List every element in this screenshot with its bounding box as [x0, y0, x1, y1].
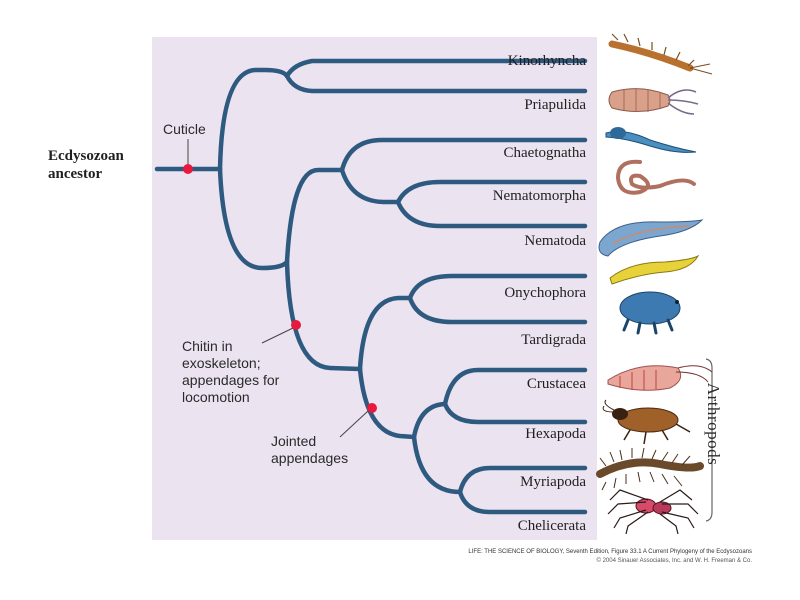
- roundworm-illustration: [599, 220, 702, 256]
- kinorhynch-illustration: [612, 34, 712, 74]
- branch-lower: [220, 169, 287, 268]
- velvet-worm-illustration: [610, 256, 698, 284]
- group-label-arthropods: Arthropods: [703, 383, 723, 465]
- spider-illustration: [608, 490, 698, 534]
- trait-label-chitin: Chitin in exoskeleton; appendages for lo…: [182, 338, 302, 406]
- trait-marker-jointed: [367, 403, 377, 413]
- copyright-line: © 2004 Sinauer Associates, Inc. and W. H…: [597, 558, 753, 564]
- water-bear-illustration: [620, 292, 680, 333]
- root-label: Ecdysozoan ancestor: [48, 147, 144, 183]
- arrow-worm-illustration: [606, 127, 696, 152]
- taxon-label-hexapoda: Hexapoda: [525, 425, 586, 443]
- trait-label-cuticle: Cuticle: [163, 121, 206, 138]
- branch-ony-tardi: [360, 298, 410, 369]
- horsehair-worm-illustration: [618, 162, 694, 193]
- priapulid-illustration: [609, 88, 698, 114]
- taxon-label-tardigrada: Tardigrada: [521, 331, 586, 349]
- branch-kino-priap: [220, 70, 287, 169]
- shrimp-illustration: [608, 366, 712, 391]
- taxon-label-chelicerata: Chelicerata: [518, 517, 586, 535]
- branch-hexapoda: [445, 404, 585, 422]
- branch-chelicerata: [460, 492, 585, 512]
- trait-marker-cuticle: [183, 164, 193, 174]
- branch-arthropoda: [360, 369, 414, 437]
- taxon-label-myriapoda: Myriapoda: [520, 473, 586, 491]
- taxon-label-crustacea: Crustacea: [527, 375, 586, 393]
- branch-nematoda: [398, 202, 585, 226]
- taxon-label-chaetognatha: Chaetognatha: [504, 144, 586, 162]
- taxon-label-onychophora: Onychophora: [504, 284, 586, 302]
- cockroach-illustration: [603, 400, 690, 444]
- branch-nem-clade: [342, 170, 398, 202]
- centipede-illustration: [600, 448, 700, 490]
- taxon-label-priapulida: Priapulida: [524, 96, 586, 114]
- branch-crust-hexa: [414, 404, 445, 437]
- trait-label-jointed: Jointed appendages: [271, 433, 371, 467]
- taxon-label-nematomorpha: Nematomorpha: [493, 187, 586, 205]
- taxon-label-kinorhyncha: Kinorhyncha: [508, 52, 586, 70]
- branch-myria-chel: [414, 437, 460, 492]
- branch-priapulida: [287, 76, 585, 91]
- taxon-label-nematoda: Nematoda: [524, 232, 586, 250]
- figure-caption: LIFE: THE SCIENCE OF BIOLOGY, Seventh Ed…: [468, 549, 752, 555]
- branch-cnn: [287, 170, 342, 262]
